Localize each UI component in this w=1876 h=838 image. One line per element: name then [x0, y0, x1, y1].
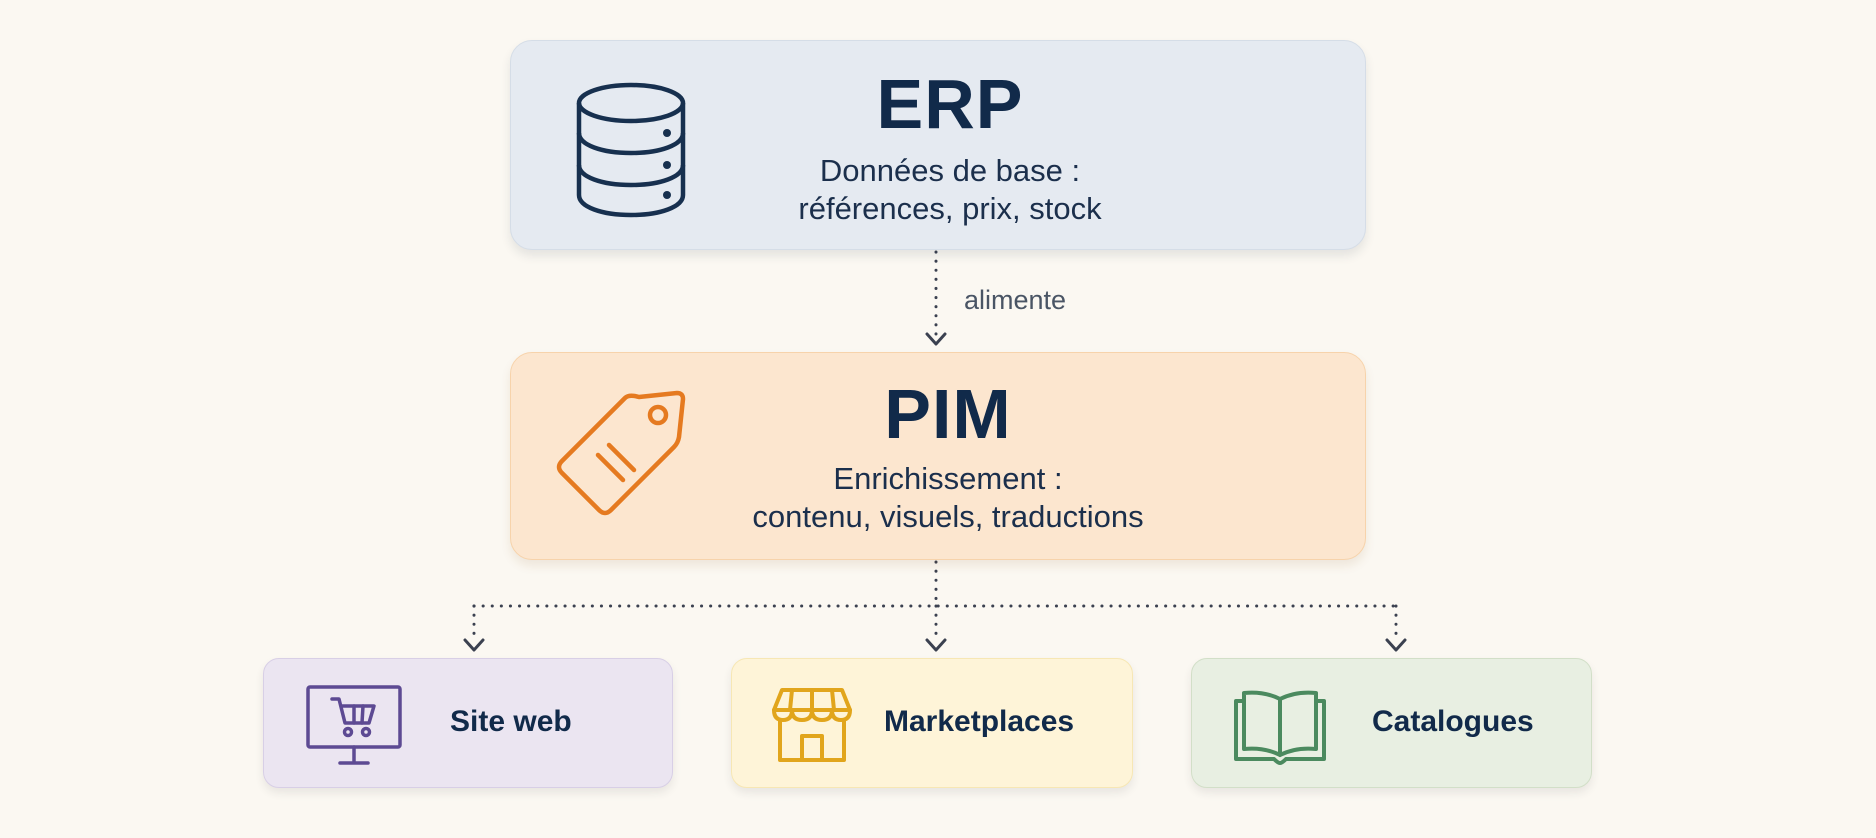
- open-book-icon: [1234, 689, 1326, 765]
- price-tag-icon: [553, 389, 693, 529]
- shopping-cart-monitor-icon: [306, 685, 402, 767]
- pim-title: PIM: [884, 375, 1012, 453]
- output-label-marketplaces: Marketplaces: [884, 705, 1075, 738]
- database-icon: [571, 81, 691, 221]
- erp-description-line2: références, prix, stock: [798, 191, 1102, 226]
- output-label-catalogues: Catalogues: [1372, 705, 1534, 738]
- pim-description-line1: Enrichissement :: [833, 461, 1063, 496]
- erp-node: ERP Données de base : références, prix, …: [510, 40, 1366, 250]
- arrowhead-site-web: [463, 638, 485, 652]
- output-label-site-web: Site web: [450, 705, 572, 738]
- storefront-icon: [772, 686, 852, 766]
- erp-description-line1: Données de base :: [819, 153, 1081, 188]
- output-marketplaces: Marketplaces: [731, 658, 1133, 788]
- arrowhead-pim: [925, 332, 947, 346]
- arrowhead-catalogues: [1385, 638, 1407, 652]
- pim-node: PIM Enrichissement : contenu, visuels, t…: [510, 352, 1366, 560]
- output-site-web: Site web: [263, 658, 673, 788]
- pim-description-line2: contenu, visuels, traductions: [752, 499, 1144, 534]
- erp-title: ERP: [876, 65, 1024, 143]
- arrowhead-marketplaces: [925, 638, 947, 652]
- output-catalogues: Catalogues: [1191, 658, 1592, 788]
- edge-label-alimente: alimente: [964, 285, 1067, 315]
